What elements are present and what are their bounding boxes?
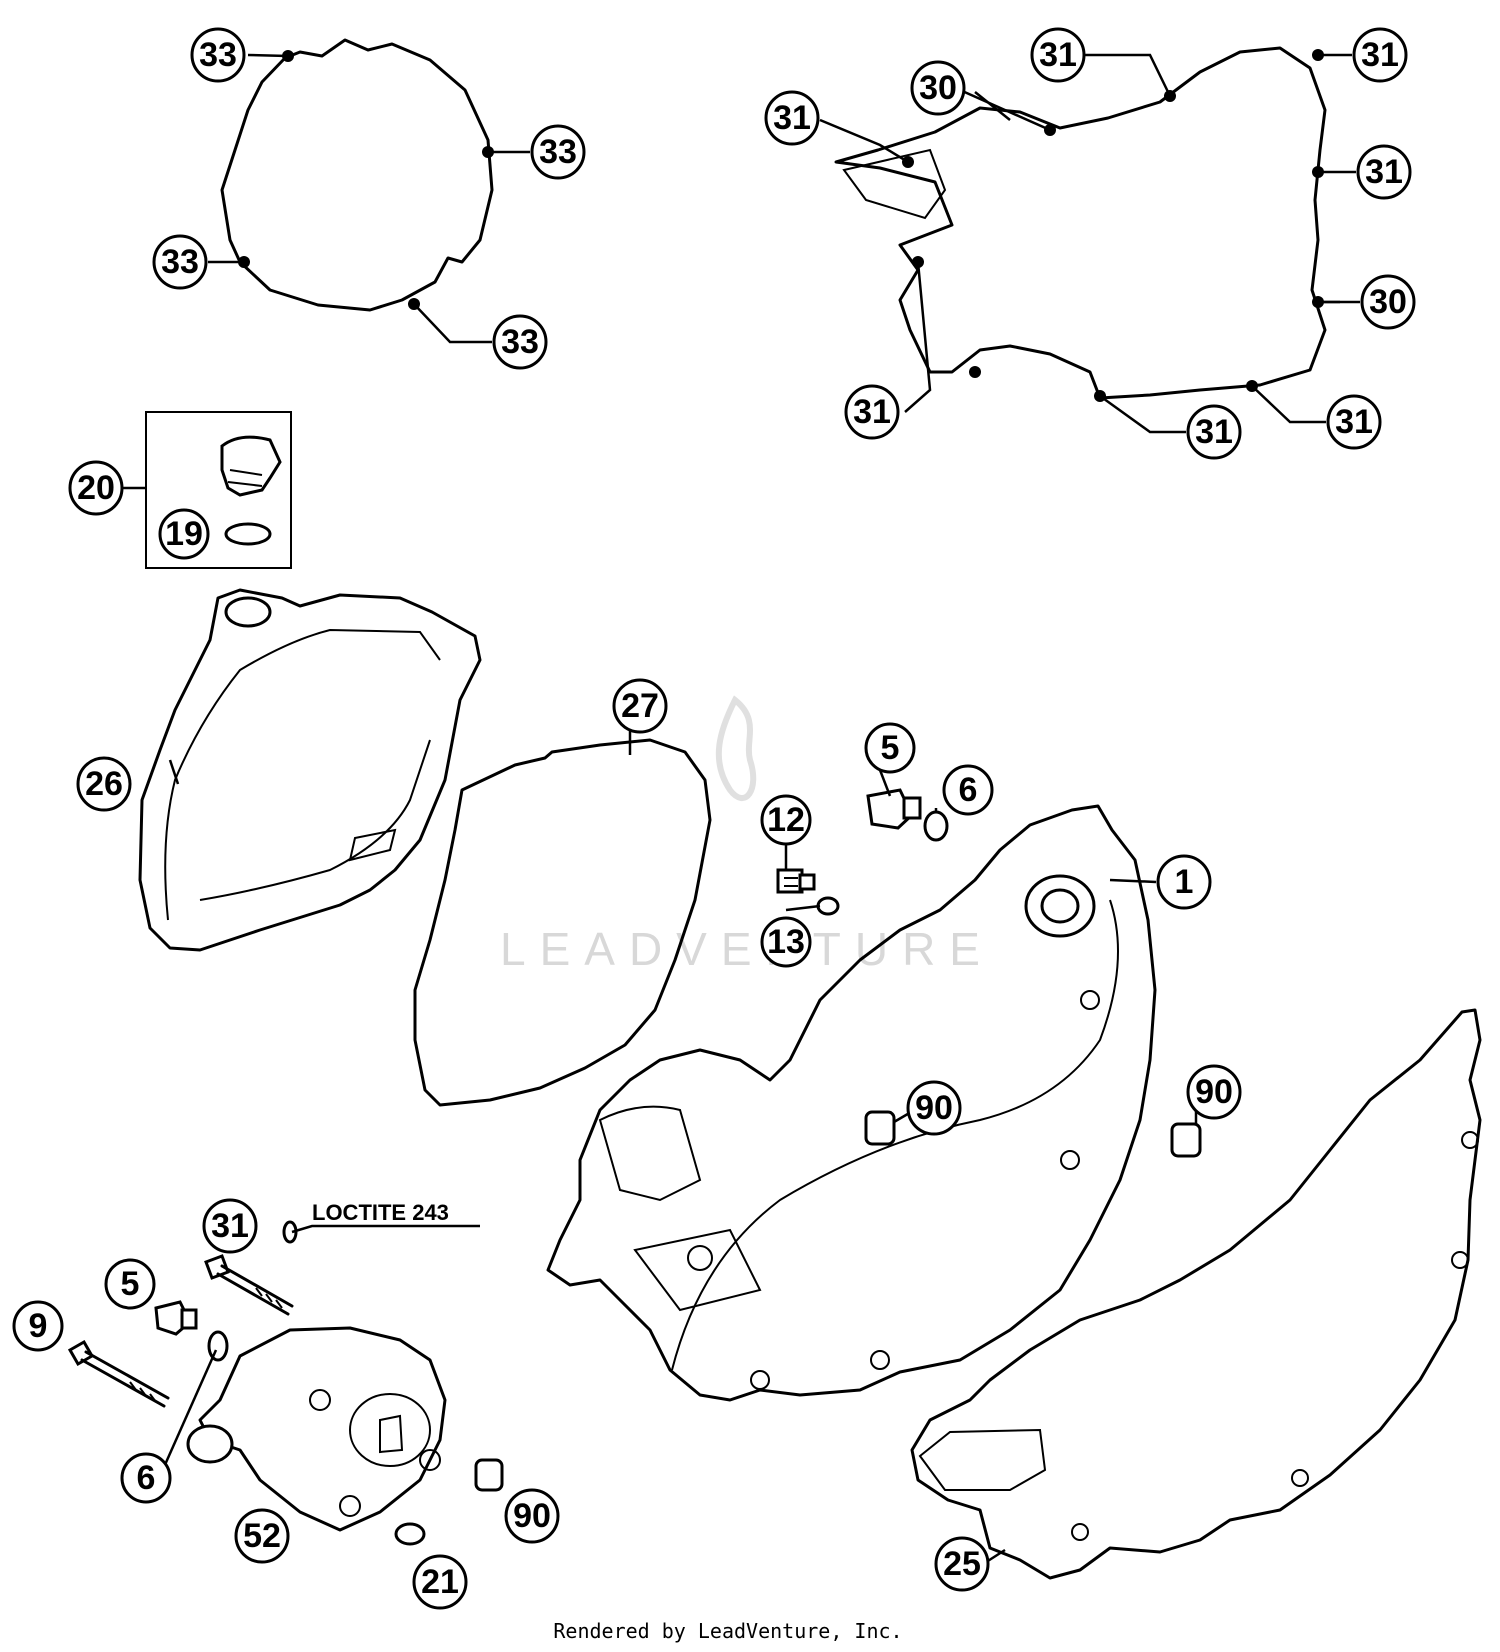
callout-31-bottom-right[interactable]: 31 (1326, 394, 1382, 450)
washer-6-bottom (207, 1330, 229, 1362)
svg-text:19: 19 (165, 515, 203, 553)
water-pump-cover-52 (186, 1326, 447, 1532)
svg-text:31: 31 (773, 99, 811, 137)
callout-33-bottom[interactable]: 33 (492, 314, 548, 370)
bolt-31-bottom (204, 1220, 298, 1316)
callout-31-top-right[interactable]: 31 (1352, 27, 1408, 83)
svg-text:9: 9 (29, 1307, 48, 1345)
svg-text:5: 5 (881, 729, 900, 767)
svg-text:90: 90 (1195, 1073, 1233, 1111)
o-ring-21 (394, 1522, 426, 1546)
svg-text:52: 52 (243, 1517, 281, 1555)
svg-text:30: 30 (919, 69, 957, 107)
callout-30-top[interactable]: 30 (910, 60, 966, 116)
callout-52[interactable]: 52 (234, 1508, 290, 1564)
svg-text:12: 12 (767, 801, 805, 839)
svg-text:33: 33 (501, 323, 539, 361)
callout-13[interactable]: 13 (760, 916, 812, 968)
callout-1[interactable]: 1 (1156, 854, 1212, 910)
callout-26[interactable]: 26 (76, 756, 132, 812)
callout-25[interactable]: 25 (934, 1536, 990, 1592)
callout-5-middle[interactable]: 5 (864, 722, 916, 774)
callout-33-right[interactable]: 33 (530, 124, 586, 180)
svg-text:26: 26 (85, 765, 123, 803)
callout-33-top-left[interactable]: 33 (190, 27, 246, 83)
dowel-90-bottom (474, 1458, 504, 1492)
svg-text:6: 6 (959, 771, 978, 809)
svg-text:30: 30 (1369, 283, 1407, 321)
callout-31-top-left[interactable]: 31 (764, 90, 820, 146)
bolt-12-13 (776, 868, 840, 916)
svg-text:31: 31 (853, 393, 891, 431)
watermark: LEADVENTURE (500, 695, 994, 975)
cover-1 (546, 804, 1157, 1402)
callout-31-bottom-bolt[interactable]: 31 (202, 1198, 258, 1254)
gasket-27 (413, 738, 712, 1107)
loctite-note: LOCTITE 243 (291, 1200, 480, 1234)
callout-9[interactable]: 9 (12, 1300, 64, 1352)
callout-90-right[interactable]: 90 (1186, 1064, 1242, 1120)
dowel-90-center (864, 1110, 896, 1146)
callout-90-center[interactable]: 90 (906, 1080, 962, 1136)
credit-text: Rendered by LeadVenture, Inc. (553, 1619, 902, 1643)
callout-6-bottom[interactable]: 6 (120, 1452, 172, 1504)
callout-31-bottom-left[interactable]: 31 (844, 384, 900, 440)
svg-text:21: 21 (421, 1563, 459, 1601)
svg-text:25: 25 (943, 1545, 981, 1583)
cover-26 (138, 588, 482, 952)
svg-text:31: 31 (1365, 153, 1403, 191)
svg-text:90: 90 (513, 1497, 551, 1535)
svg-text:31: 31 (1039, 36, 1077, 74)
svg-text:20: 20 (77, 469, 115, 507)
callout-12[interactable]: 12 (760, 794, 812, 846)
callout-20[interactable]: 20 (68, 460, 124, 516)
svg-text:90: 90 (915, 1089, 953, 1127)
callout-33-left[interactable]: 33 (152, 234, 208, 290)
svg-text:31: 31 (211, 1207, 249, 1245)
callout-6-middle[interactable]: 6 (942, 764, 994, 816)
callout-21[interactable]: 21 (412, 1554, 468, 1610)
svg-text:31: 31 (1335, 403, 1373, 441)
svg-text:31: 31 (1195, 413, 1233, 451)
plug-5-6-middle (866, 788, 949, 842)
svg-text:13: 13 (767, 923, 805, 961)
callout-27[interactable]: 27 (612, 678, 668, 734)
callout-31-bottom-middle[interactable]: 31 (1186, 404, 1242, 460)
svg-text:1: 1 (1175, 863, 1194, 901)
callout-31-right[interactable]: 31 (1356, 144, 1412, 200)
watermark-text: LEADVENTURE (500, 923, 994, 975)
svg-text:31: 31 (1361, 36, 1399, 74)
oil-plug-box (145, 411, 292, 569)
callout-5-bottom[interactable]: 5 (104, 1258, 156, 1310)
gasket-30-31 (834, 46, 1327, 402)
svg-text:33: 33 (199, 36, 237, 74)
svg-text:33: 33 (539, 133, 577, 171)
callout-30-right[interactable]: 30 (1360, 274, 1416, 330)
svg-text:5: 5 (121, 1265, 140, 1303)
plug-5-bottom (154, 1300, 198, 1336)
callout-31-top[interactable]: 31 (1030, 27, 1086, 83)
dowel-90-right (1170, 1122, 1202, 1158)
leader-lines (122, 53, 1360, 1568)
gasket-25 (910, 1008, 1482, 1580)
callout-90-bottom[interactable]: 90 (504, 1488, 560, 1544)
gasket-33 (220, 38, 494, 312)
callout-19[interactable]: 19 (158, 508, 210, 560)
loctite-label: LOCTITE 243 (312, 1200, 449, 1225)
svg-text:6: 6 (137, 1459, 156, 1497)
svg-text:33: 33 (161, 243, 199, 281)
bolt-9 (67, 1339, 170, 1408)
svg-text:27: 27 (621, 687, 659, 725)
